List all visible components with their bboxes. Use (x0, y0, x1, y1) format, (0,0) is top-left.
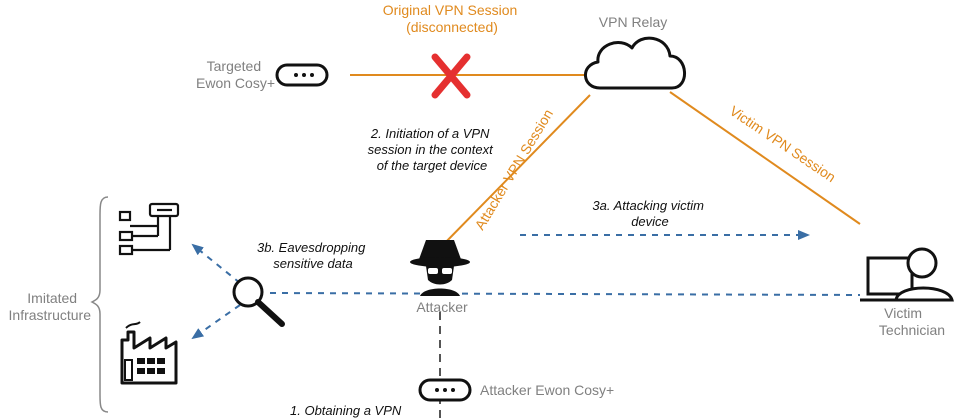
attacker-label: Attacker (416, 299, 468, 315)
attacker-router-icon (418, 378, 472, 402)
factory-icon (120, 321, 178, 385)
plc-icon (118, 202, 180, 256)
disconnect-x-icon (431, 53, 471, 99)
step3a-label: 3a. Attacking victim device (592, 198, 707, 229)
infrastructure-brace (90, 196, 109, 413)
step2-label: 2. Initiation of a VPN session in the co… (368, 126, 497, 173)
imitated-infra-label: Imitated Infrastructure (9, 290, 92, 323)
magnifier-icon (232, 276, 285, 327)
step1-label: 1. Obtaining a VPN (290, 403, 402, 418)
spy-icon (410, 240, 470, 296)
victim-session-line (669, 91, 861, 225)
eavesdrop-arrow-factory (191, 304, 241, 340)
eavesdrop-arrow-plc (191, 243, 241, 284)
targeted-device-label: Targeted Ewon Cosy+ (196, 58, 275, 91)
victim-label: Victim Technician (879, 305, 945, 338)
step3b-label: 3b. Eavesdropping sensitive data (257, 240, 369, 271)
attacker-device-label: Attacker Ewon Cosy+ (480, 382, 614, 398)
router-icon (275, 63, 329, 87)
attacker-session-line (439, 94, 591, 249)
technician-laptop-icon (860, 247, 954, 302)
vpn-relay-label: VPN Relay (599, 14, 667, 30)
original-session-label: Original VPN Session (disconnected) (383, 2, 522, 35)
eavesdrop-link-line (269, 292, 861, 296)
cloud-icon (584, 36, 686, 90)
